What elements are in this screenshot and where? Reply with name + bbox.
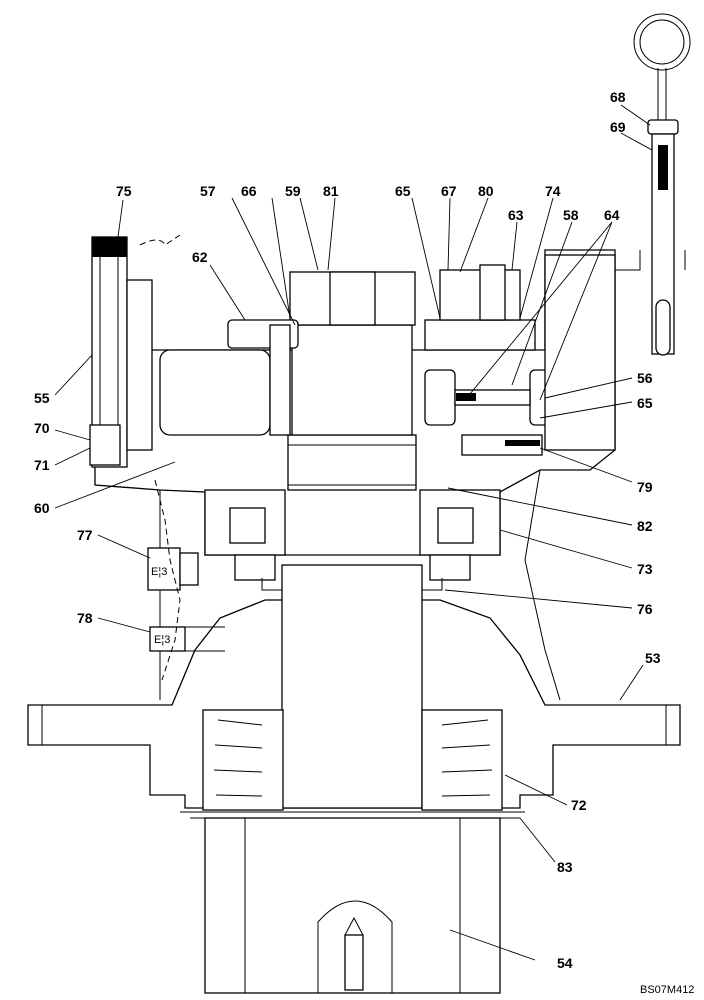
label-69: 69 — [610, 119, 626, 135]
label-78: 78 — [77, 610, 93, 626]
dipstick-68-69 — [615, 13, 691, 356]
label-83: 83 — [557, 859, 573, 875]
drain-plug-77: E¦3 — [147, 547, 199, 591]
label-56: 56 — [637, 370, 653, 386]
motor-section — [424, 254, 616, 456]
top-gear-assembly — [227, 271, 416, 436]
label-79: 79 — [637, 479, 653, 495]
label-80: 80 — [478, 183, 494, 199]
label-65-right: 65 — [637, 395, 653, 411]
label-72: 72 — [571, 797, 587, 813]
label-76: 76 — [637, 601, 653, 617]
label-53: 53 — [645, 650, 661, 666]
upper-bearing-73 — [204, 489, 501, 581]
drain-line — [154, 479, 181, 681]
label-81: 81 — [323, 183, 339, 199]
label-59: 59 — [285, 183, 301, 199]
label-63: 63 — [508, 207, 524, 223]
callout-labels: 75 57 66 59 81 65 67 80 74 63 58 64 62 6… — [34, 89, 694, 996]
label-65-top: 65 — [395, 183, 411, 199]
label-82: 82 — [637, 518, 653, 534]
label-66: 66 — [241, 183, 257, 199]
label-77: 77 — [77, 527, 93, 543]
label-64: 64 — [604, 207, 620, 223]
label-60: 60 — [34, 500, 50, 516]
label-67: 67 — [441, 183, 457, 199]
label-70: 70 — [34, 420, 50, 436]
svg-text:E¦3: E¦3 — [154, 634, 170, 646]
label-58: 58 — [563, 207, 579, 223]
label-68: 68 — [610, 89, 626, 105]
drawing-code: BS07M412 — [640, 984, 694, 996]
shaft — [281, 324, 423, 809]
label-71: 71 — [34, 457, 50, 473]
roller-bearing-72 — [202, 709, 503, 811]
label-62: 62 — [192, 249, 208, 265]
leader-lines — [54, 104, 653, 961]
label-57: 57 — [200, 183, 216, 199]
ring-gear-55 — [89, 234, 181, 468]
pinion-housing-54 — [204, 817, 501, 994]
snap-ring-76 — [261, 578, 443, 591]
drain-plug-78: E¦3 — [149, 626, 225, 652]
label-73: 73 — [637, 561, 653, 577]
label-75: 75 — [116, 183, 132, 199]
seal-83 — [180, 811, 525, 819]
label-74: 74 — [545, 183, 561, 199]
label-54: 54 — [557, 955, 573, 971]
label-55: 55 — [34, 390, 50, 406]
svg-text:E¦3: E¦3 — [151, 566, 167, 578]
